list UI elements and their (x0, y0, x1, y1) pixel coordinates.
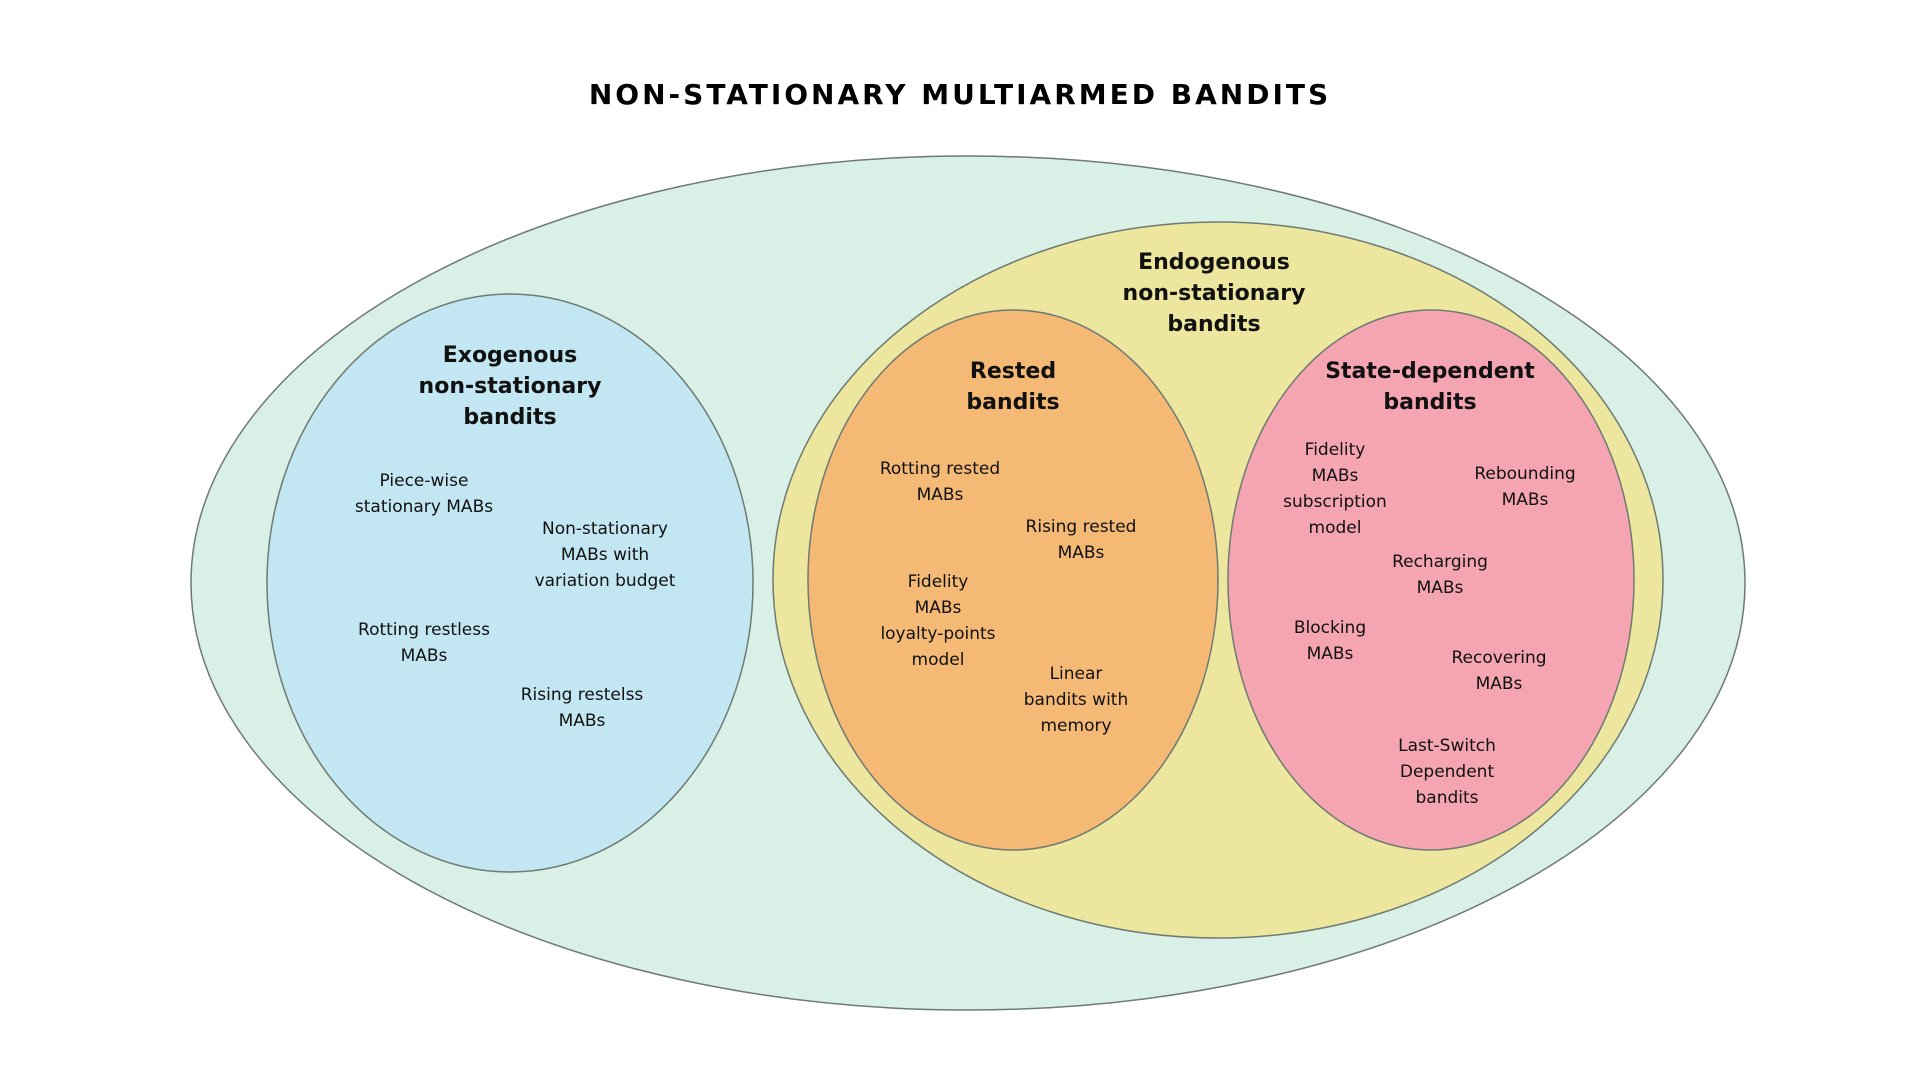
exogenous-item: Non-stationary MABs with variation budge… (534, 519, 676, 591)
rested-item: Fidelity MABs loyalty-points model (880, 572, 996, 670)
exogenous-set-ellipse (266, 293, 754, 873)
state-dependent-item: Last-Switch Dependent bandits (1398, 736, 1496, 808)
endogenous-set-label: Endogenous non-stationary bandits (1122, 250, 1306, 337)
state-dependent-item: Blocking MABs (1293, 618, 1367, 664)
state-dependent-set-ellipse (1227, 309, 1635, 851)
state-dependent-set-label: State-dependent bandits (1325, 359, 1535, 415)
state-dependent-item: Recovering MABs (1451, 648, 1547, 694)
rested-set-ellipse (807, 309, 1219, 851)
rested-item: Linear bandits with memory (1023, 664, 1129, 736)
rested-set-label: Rested bandits (966, 359, 1060, 415)
exogenous-item: Rotting restless MABs (358, 620, 490, 666)
rested-item: Rotting rested MABs (879, 459, 1001, 505)
state-dependent-item: Recharging MABs (1392, 552, 1488, 598)
exogenous-item: Rising restelss MABs (520, 685, 644, 731)
exogenous-item: Piece-wise stationary MABs (354, 471, 494, 517)
rested-item: Rising rested MABs (1025, 517, 1137, 563)
state-dependent-item: Rebounding MABs (1474, 464, 1576, 510)
diagram-title: NON-STATIONARY MULTIARMED BANDITS (588, 78, 1332, 111)
state-dependent-item: Fidelity MABs subscription model (1283, 440, 1387, 538)
exogenous-set-label: Exogenous non-stationary bandits (418, 343, 602, 430)
